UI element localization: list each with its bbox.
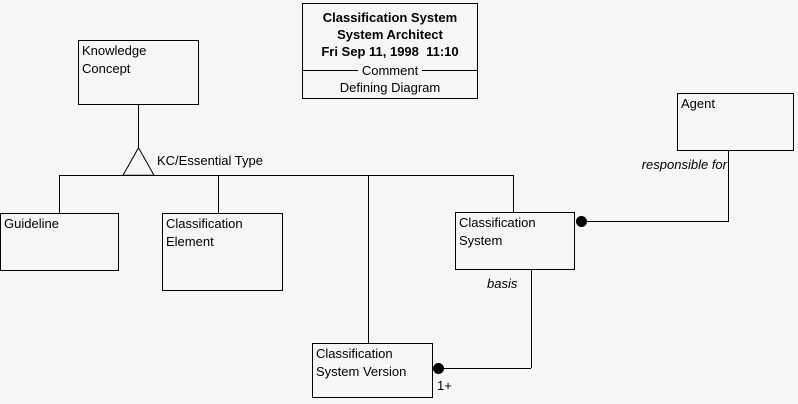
connector-kc-to-triangle bbox=[138, 104, 139, 148]
relationship-label-basis: basis bbox=[487, 276, 518, 291]
connector-bus-to-classification-system-version bbox=[368, 175, 369, 343]
connector-basis-vertical bbox=[531, 269, 532, 368]
association-dot-icon bbox=[576, 216, 587, 227]
diagram-title: Classification System bbox=[322, 10, 458, 25]
comment-label: Comment bbox=[361, 63, 419, 78]
entity-agent[interactable]: Agent bbox=[677, 93, 794, 151]
separator-line-right bbox=[422, 70, 478, 71]
connector-agent-horizontal bbox=[581, 221, 728, 222]
relationship-label-responsible-for: responsible for bbox=[641, 157, 727, 172]
connector-bus-to-classification-element bbox=[218, 175, 219, 213]
tool-name: System Architect bbox=[337, 27, 443, 42]
connector-bus-to-classification-system bbox=[513, 175, 514, 212]
subtype-label: KC/Essential Type bbox=[157, 153, 263, 168]
connector-bus-to-guideline bbox=[59, 175, 60, 213]
cardinality-label: 1+ bbox=[437, 378, 452, 393]
entity-classification-system-version[interactable]: Classification System Version bbox=[312, 343, 433, 398]
entity-knowledge-concept[interactable]: Knowledge Concept bbox=[78, 40, 199, 105]
diagram-timestamp: Fri Sep 11, 1998 11:10 bbox=[321, 44, 459, 59]
comment-text: Defining Diagram bbox=[339, 80, 441, 95]
entity-classification-element[interactable]: Classification Element bbox=[162, 213, 283, 291]
comment-separator: Comment bbox=[303, 63, 478, 78]
entity-guideline[interactable]: Guideline bbox=[0, 213, 119, 271]
subtype-triangle-icon bbox=[122, 147, 155, 176]
diagram-title-block: Classification System System Architect F… bbox=[302, 3, 478, 99]
entity-classification-system[interactable]: Classification System bbox=[455, 212, 575, 270]
separator-line-left bbox=[303, 70, 358, 71]
connector-basis-horizontal bbox=[438, 368, 531, 369]
connector-agent-vertical bbox=[728, 150, 729, 222]
connector-subtype-bus bbox=[59, 175, 514, 176]
association-dot-icon bbox=[433, 363, 444, 374]
